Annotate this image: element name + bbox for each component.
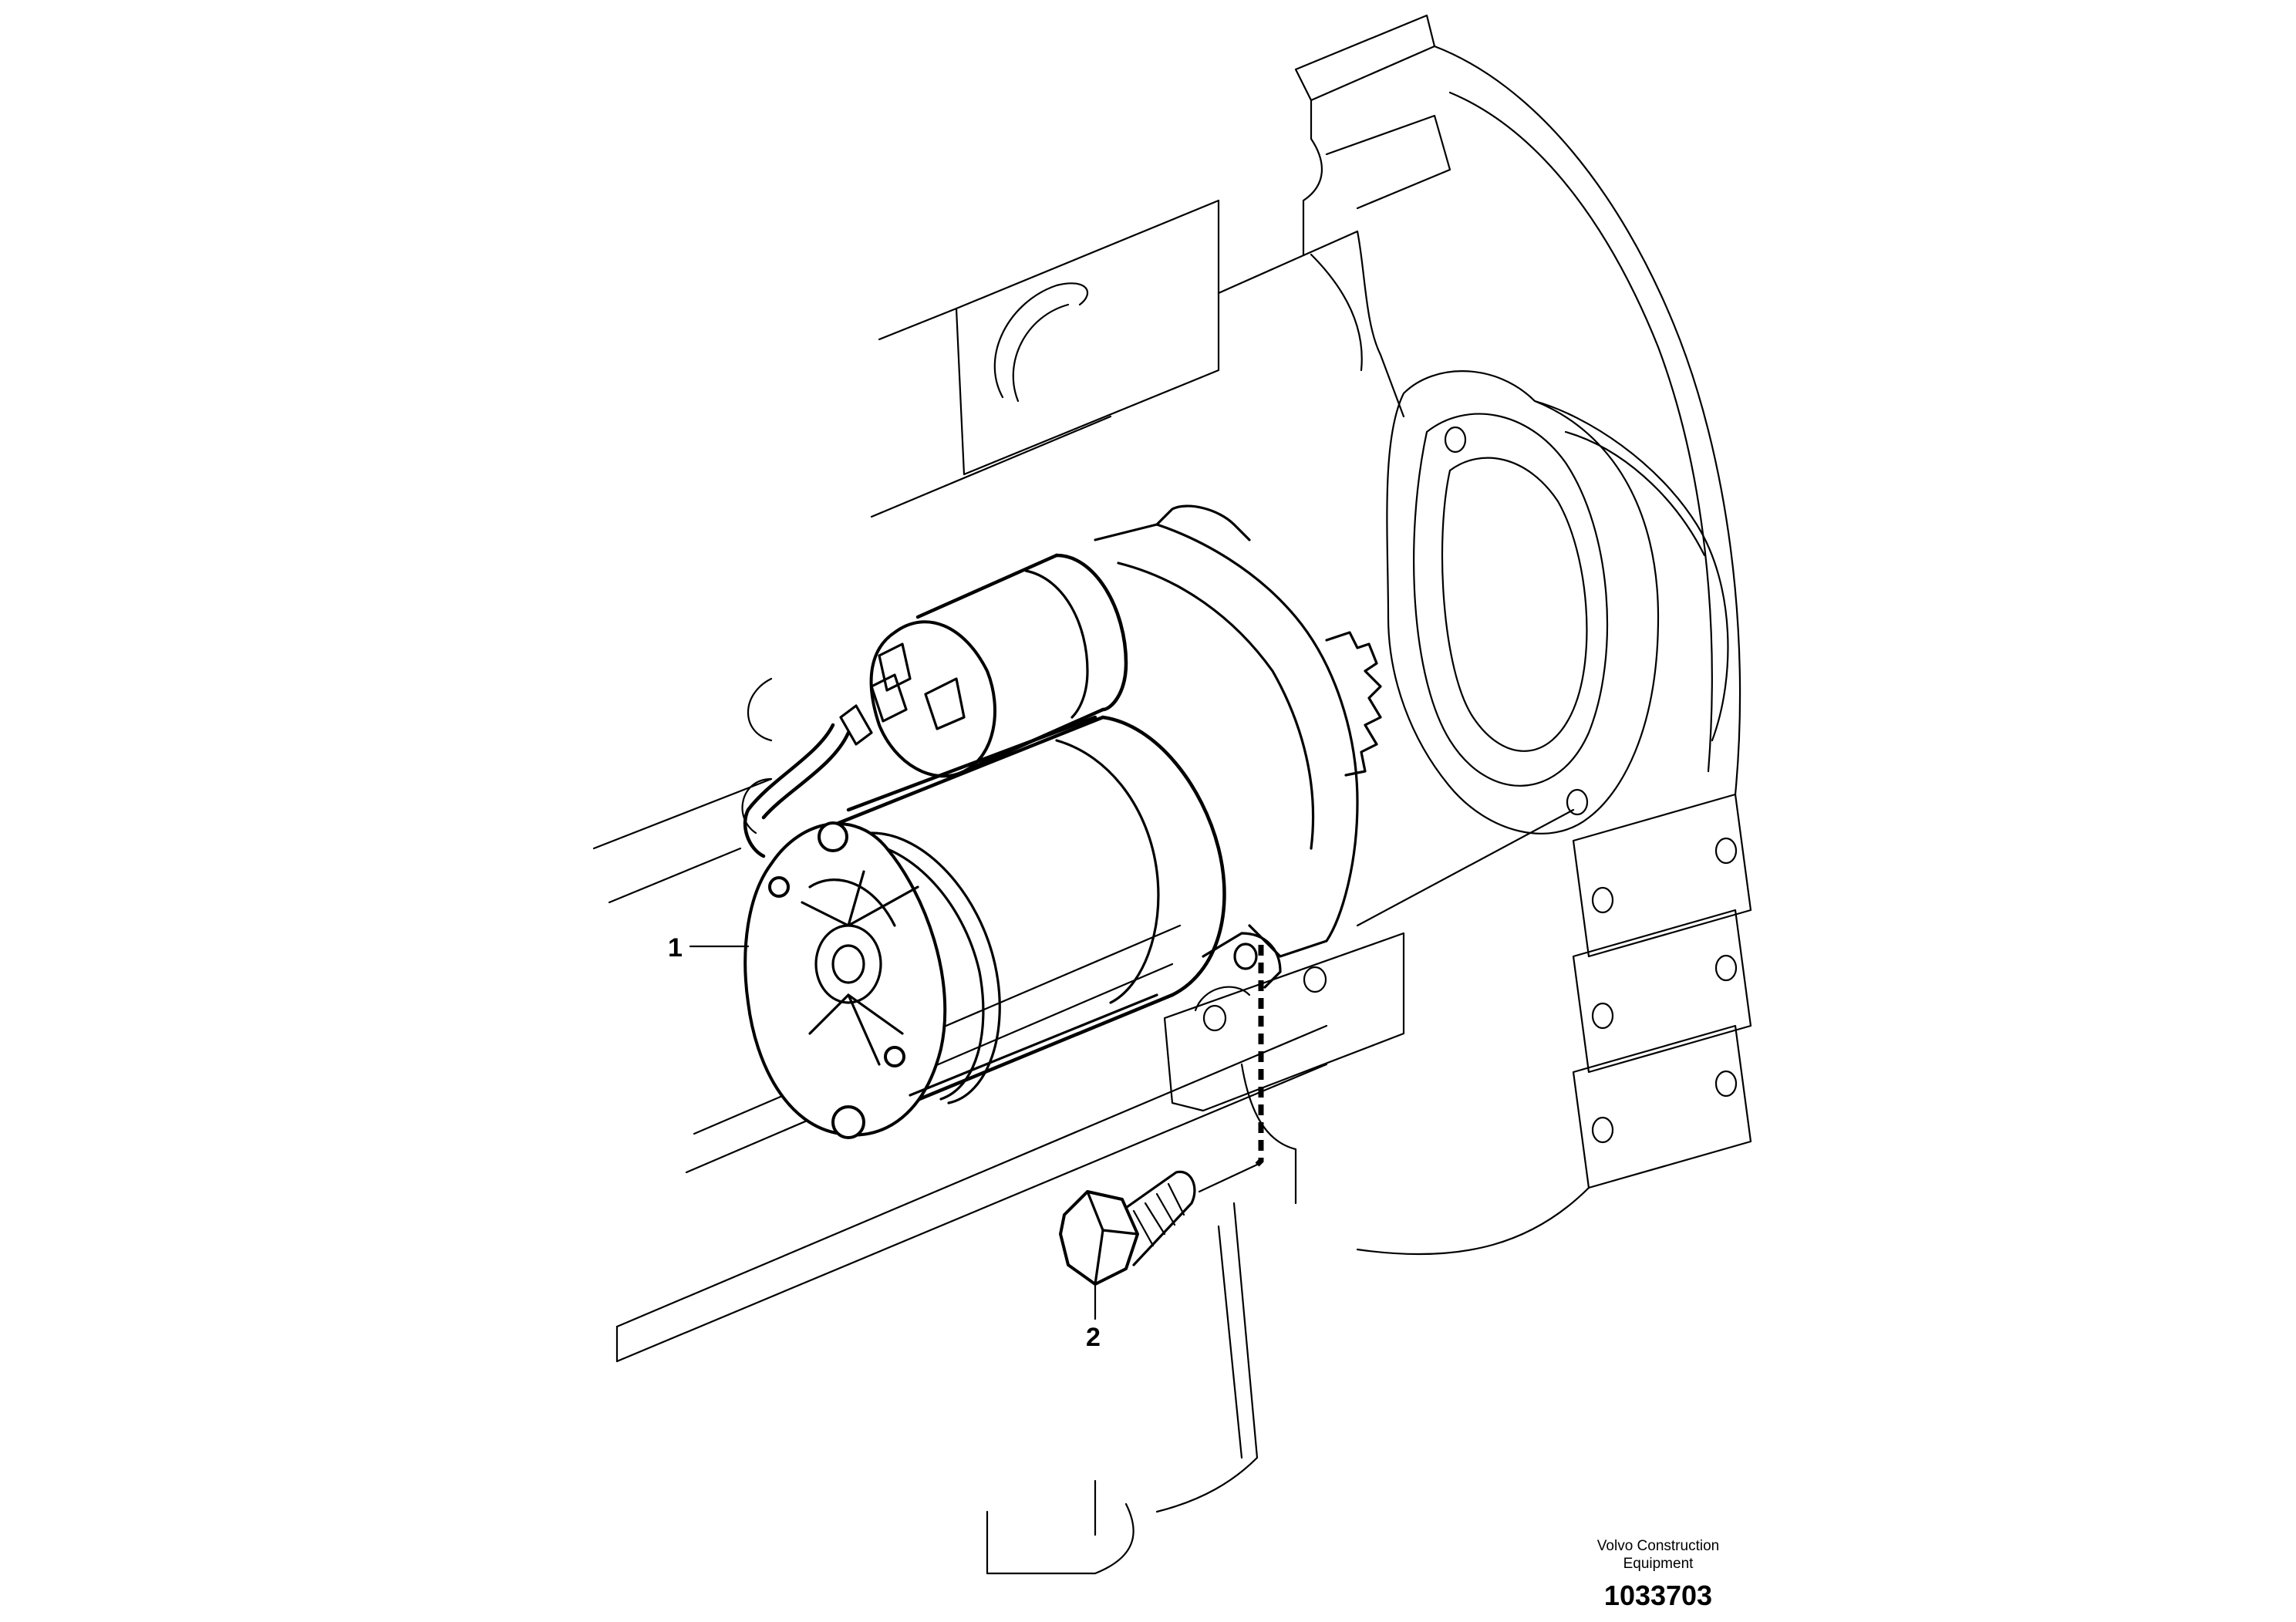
publisher-label: Volvo Construction Equipment	[1512, 1537, 1805, 1573]
publisher-line-1: Volvo Construction	[1596, 1538, 1720, 1554]
document-number: 1033703	[1603, 1580, 1713, 1611]
engine-housing-outline	[592, 14, 1752, 1575]
callout-leaders	[689, 945, 1097, 1320]
callout-2: 2	[1086, 1323, 1101, 1352]
hex-bolt	[1059, 1170, 1196, 1286]
assembly-dashed-line	[1198, 945, 1264, 1193]
starter-motor	[743, 504, 1382, 1139]
publisher-line-2: Equipment	[1623, 1556, 1694, 1572]
callout-1: 1	[668, 933, 683, 963]
